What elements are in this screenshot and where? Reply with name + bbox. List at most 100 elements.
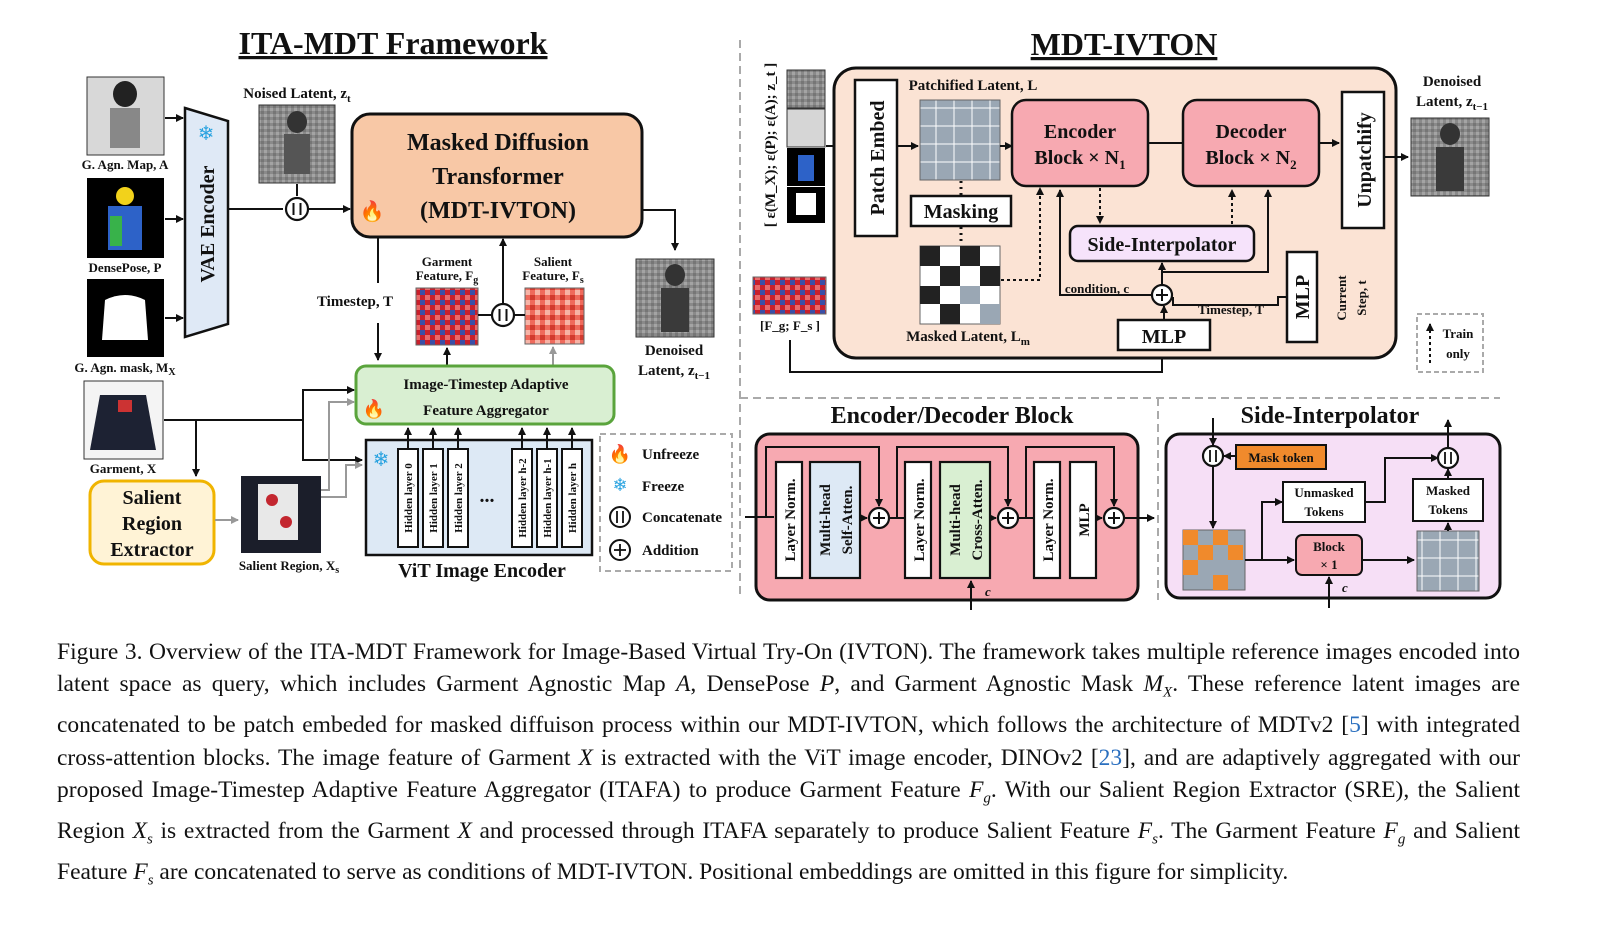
vit-hidden-layer: Hidden layer 0 <box>397 427 419 548</box>
masking-box <box>909 194 1013 228</box>
current-step-line-2: Step, t <box>1354 280 1369 316</box>
right-input-stack <box>786 69 826 223</box>
figure-diagram: ITA-MDT Framework G. Agn. Map, A DensePo… <box>74 25 1502 610</box>
side-interpolator-label: Side-Interpolator <box>1088 234 1237 256</box>
decoder-block-line-1: Decoder <box>1215 121 1286 143</box>
side-title: Side-Interpolator <box>1241 403 1420 429</box>
densepose-label: DensePose, P <box>89 260 162 275</box>
mlp-bottom-label: MLP <box>1142 326 1186 348</box>
encoder-block-box <box>1010 98 1150 188</box>
feature-concat-icon <box>490 302 516 328</box>
garment-feature-line-1: Garment <box>422 254 473 269</box>
vit-snowflake-icon: ❄ <box>373 449 390 471</box>
enc-layer-norm-3: Layer Norm. <box>1032 460 1062 580</box>
svg-text:Layer Norm.: Layer Norm. <box>1041 478 1057 561</box>
densepose-image <box>87 178 164 258</box>
left-denoised-line-2: Latent, zt−1 <box>638 363 710 382</box>
itafa-line-2: Feature Aggregator <box>423 403 549 419</box>
side-input-grid <box>1182 529 1246 591</box>
salient-region-image <box>241 476 321 553</box>
vit-hidden-layer-label: Hidden layer h-1 <box>542 458 554 537</box>
decoder-block-line-2: Block × N2 <box>1205 147 1296 172</box>
left-title: ITA-MDT Framework <box>239 25 548 61</box>
salient-region-label: Salient Region, Xs <box>239 558 339 576</box>
vit-hidden-layer: Hidden layer 2 <box>447 427 469 548</box>
mask-token-label: Mask token <box>1248 450 1314 465</box>
itafa-flame-icon: 🔥 <box>363 398 385 419</box>
encdec-title: Encoder/Decoder Block <box>831 403 1075 429</box>
right-title: MDT-IVTON <box>1031 26 1218 62</box>
sre-line-2: Region <box>122 513 182 535</box>
citation-link[interactable]: 23 <box>1098 744 1123 771</box>
svg-text:Layer Norm.: Layer Norm. <box>912 478 928 561</box>
patchified-latent-image <box>919 99 1001 181</box>
svg-text:MLP: MLP <box>1077 503 1093 536</box>
denoised-latent-image <box>635 258 715 338</box>
vit-hidden-layers: Hidden layer 0 Hidden layer 1 Hidden layer… <box>397 427 583 548</box>
right-denoised-line-1: Denoised <box>1423 74 1482 90</box>
svg-text:Layer Norm.: Layer Norm. <box>783 478 799 561</box>
svg-text:Multi-head: Multi-head <box>818 484 834 556</box>
salient-feature-map <box>524 287 585 345</box>
unmasked-tokens-box <box>1282 481 1366 523</box>
masked-latent-label: Masked Latent, Lm <box>906 329 1030 348</box>
svg-text:Cross-Atten.: Cross-Atten. <box>970 479 986 560</box>
vit-hidden-layer-label: Hidden layer 0 <box>403 463 415 533</box>
masked-tokens-box <box>1412 478 1484 522</box>
patch-embed-label: Patch Embed <box>867 101 889 216</box>
legend-snowflake-icon: ❄ <box>612 475 627 495</box>
mdt-line-2: Transformer <box>432 164 564 190</box>
right-denoised-line-2: Latent, zt−1 <box>1416 94 1488 113</box>
garment-label: Garment, X <box>90 461 157 476</box>
train-only-legend <box>1416 313 1484 373</box>
masked-tokens-line-2: Tokens <box>1428 502 1467 517</box>
noised-latent-image <box>258 104 336 184</box>
left-timestep-label: Timestep, T <box>317 294 393 310</box>
side-concat-icon-1 <box>1201 444 1225 468</box>
block-line-2: × 1 <box>1320 557 1337 572</box>
salient-feature-line-2: Feature, Fs <box>522 268 584 286</box>
side-output-grid <box>1416 530 1480 592</box>
agn-map-label: G. Agn. Map, A <box>82 157 169 172</box>
mdt-line-1: Masked Diffusion <box>407 130 589 156</box>
salient-feature-line-1: Salient <box>534 254 573 269</box>
patchified-latent-label: Patchified Latent, L <box>909 78 1038 94</box>
flame-icon: 🔥 <box>360 199 385 223</box>
svg-text:Multi-head: Multi-head <box>948 484 964 556</box>
legend-addition: Addition <box>642 543 699 559</box>
enc-layer-norm-2: Layer Norm. <box>903 460 933 580</box>
unmasked-tokens-line-1: Unmasked <box>1294 485 1354 500</box>
itafa-line-1: Image-Timestep Adaptive <box>403 377 568 393</box>
svg-text:Self-Atten.: Self-Atten. <box>840 485 856 554</box>
agn-map-image <box>86 76 165 156</box>
side-interpolator-box <box>1068 224 1256 263</box>
vit-hidden-layer: Hidden layer 1 <box>422 427 444 548</box>
fgfs-image <box>752 276 827 315</box>
citation-link[interactable]: 5 <box>1349 712 1361 739</box>
garment-feature-line-2: Feature, Fg <box>416 268 479 286</box>
mdt-line-3: (MDT-IVTON) <box>420 198 576 224</box>
mask-token-box <box>1235 444 1327 470</box>
vit-label: ViT Image Encoder <box>398 560 566 582</box>
side-concat-icon-2 <box>1436 446 1460 470</box>
legend-freeze: Freeze <box>642 479 685 495</box>
side-c-label: c <box>1342 580 1348 595</box>
legend-flame-icon: 🔥 <box>609 443 631 464</box>
legend-unfreeze: Unfreeze <box>642 447 700 463</box>
snowflake-icon: ❄ <box>198 123 215 145</box>
vit-hidden-layer: Hidden layer h-1 <box>536 427 558 548</box>
itafa-box <box>354 364 616 426</box>
condition-label: condition, c <box>1065 281 1130 296</box>
noised-latent-label: Noised Latent, zt <box>243 86 351 105</box>
current-step-line-1: Current <box>1334 275 1349 321</box>
block-box <box>1295 534 1363 576</box>
vae-encoder-label: VAE Encoder <box>197 165 219 282</box>
unpatchify-box <box>1340 90 1386 230</box>
decoder-block-box <box>1181 98 1321 188</box>
encoder-block-line-1: Encoder <box>1044 121 1116 143</box>
mlp-side-label: MLP <box>1292 275 1314 319</box>
masking-label: Masking <box>924 201 998 223</box>
vit-hidden-layer-label: Hidden layer 2 <box>453 463 465 533</box>
masked-tokens-line-1: Masked <box>1426 483 1471 498</box>
garment-feature-map <box>415 287 479 346</box>
